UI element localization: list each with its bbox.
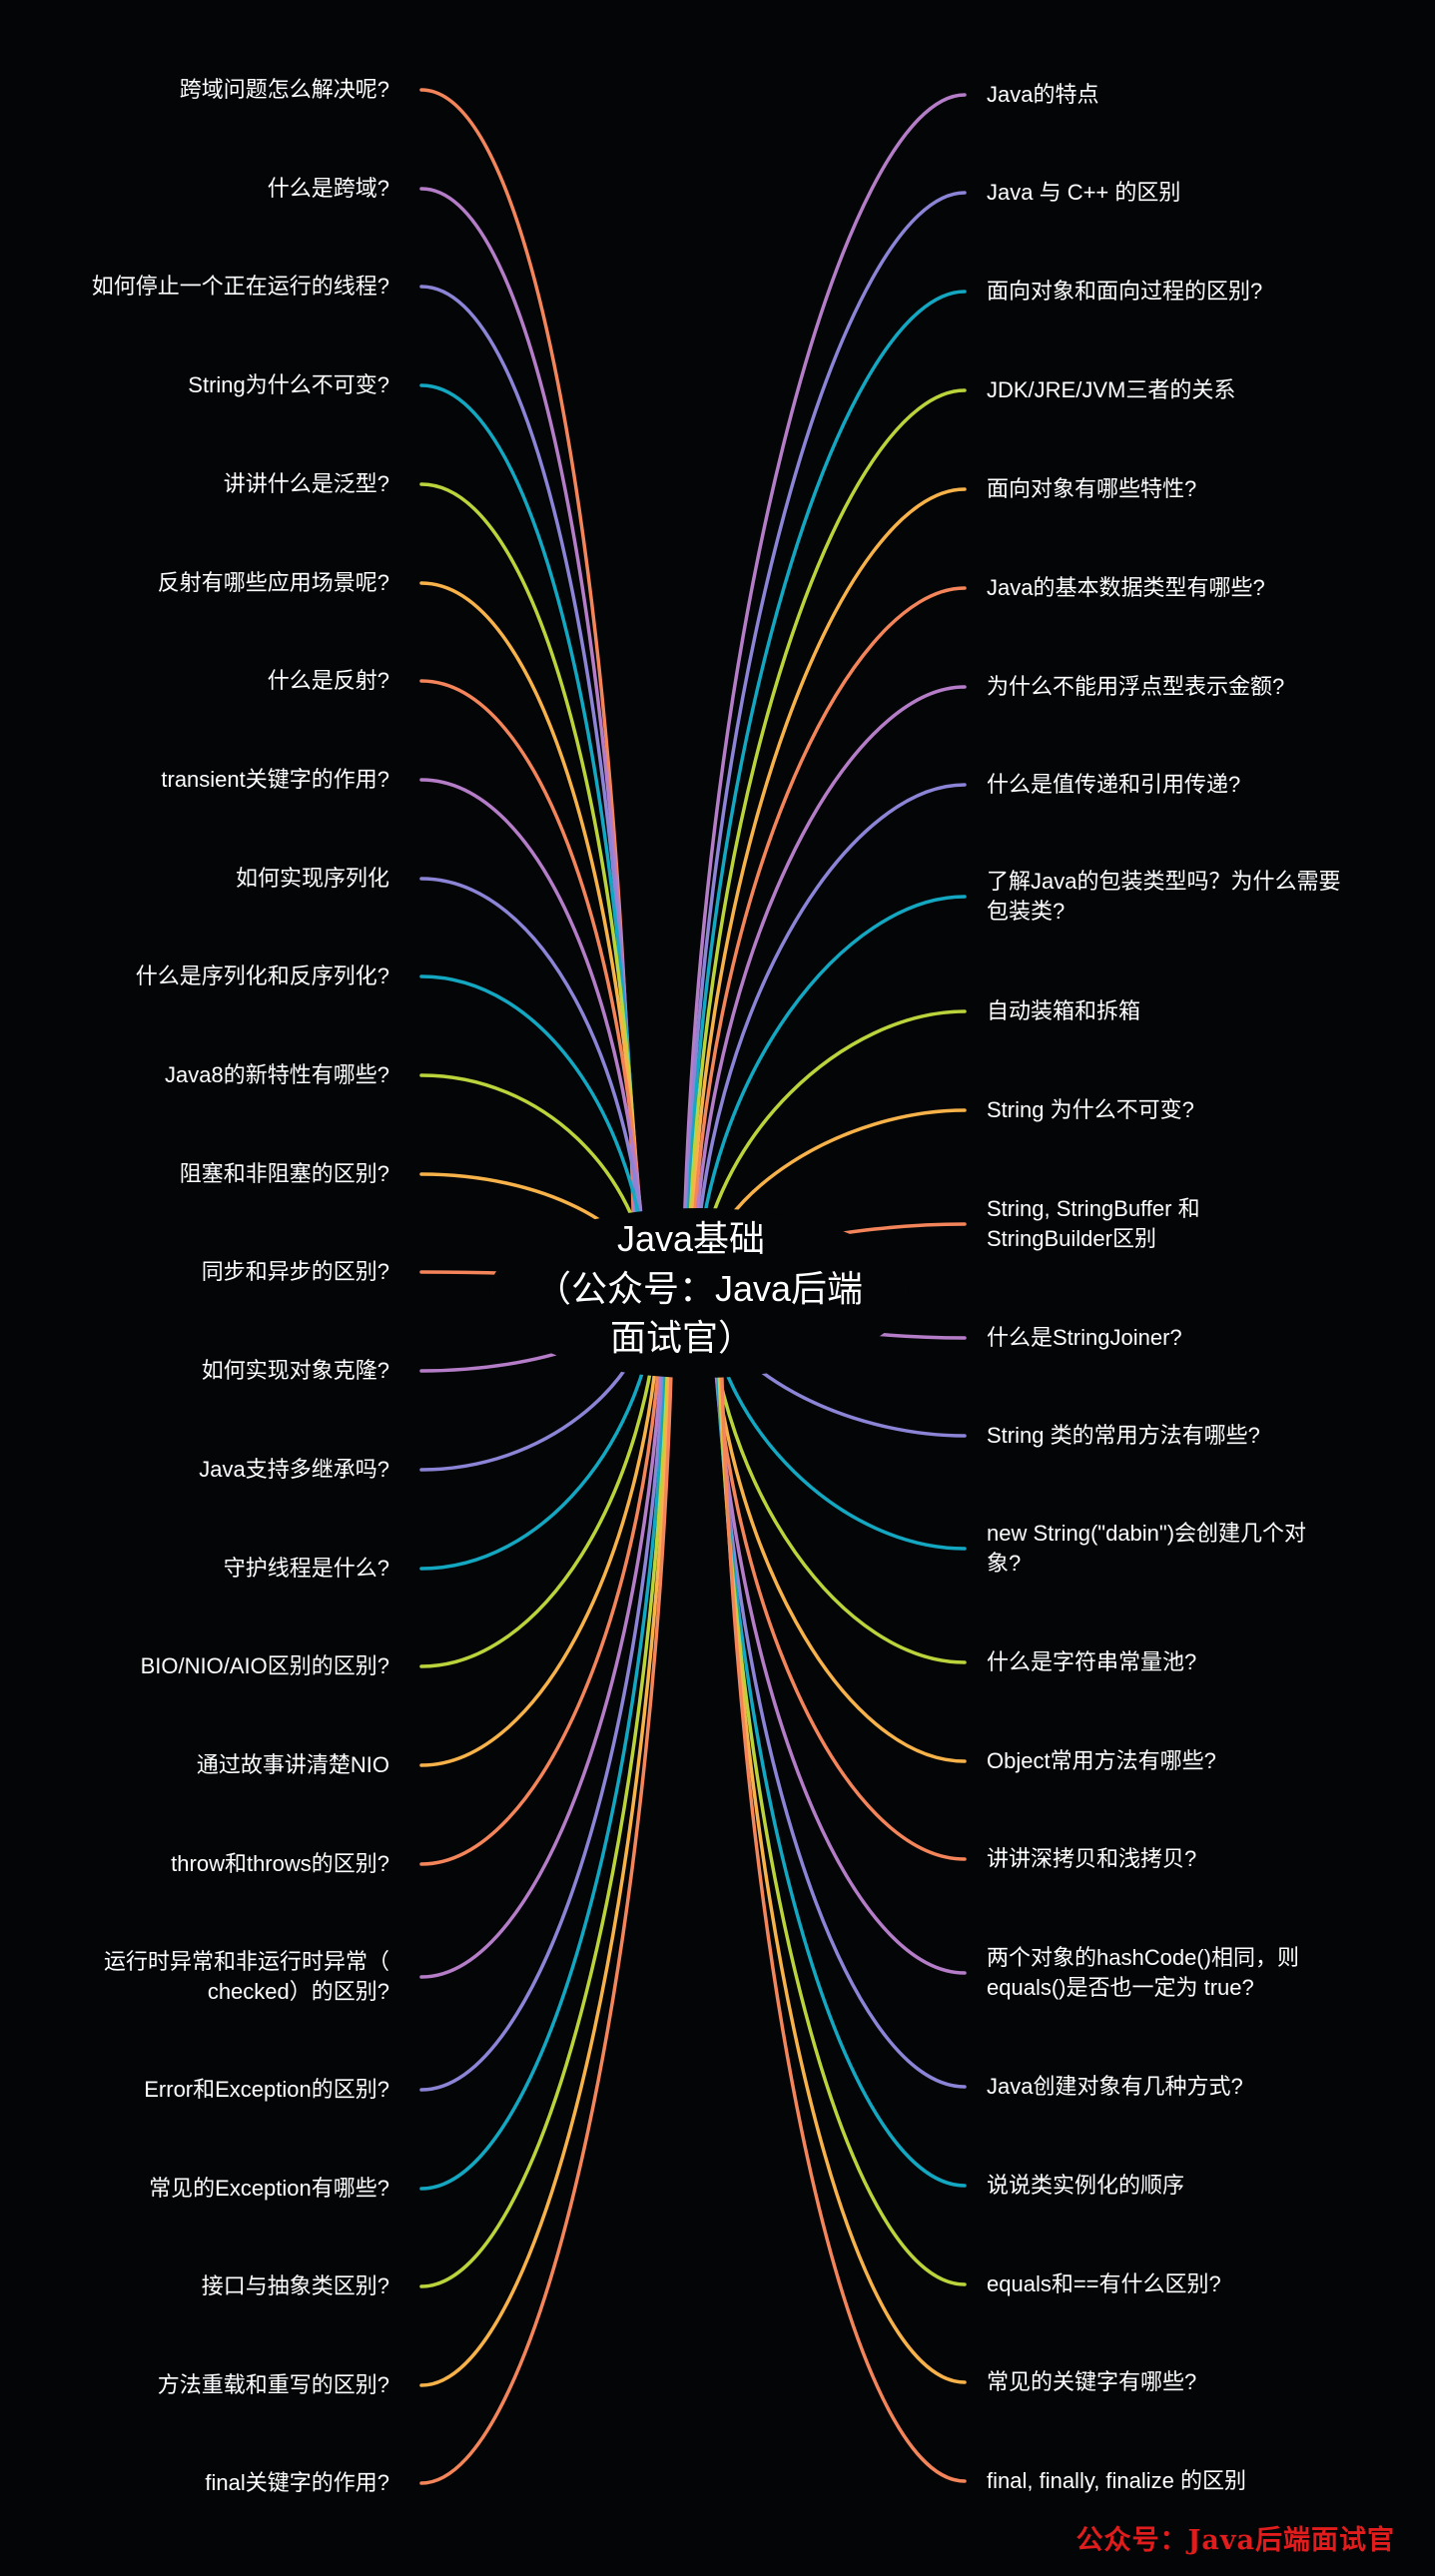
right-node-label[interactable]: 面向对象有哪些特性? (987, 476, 1196, 501)
branch-line-left (419, 1286, 674, 2387)
branch-line-left (419, 679, 647, 1290)
left-node-label[interactable]: 什么是跨域? (268, 176, 389, 201)
right-node-label[interactable]: 什么是值传递和引用传递? (987, 772, 1240, 797)
branch-line-left (419, 383, 642, 1290)
right-node-label[interactable]: Java的基本数据类型有哪些? (987, 575, 1265, 600)
center-title-line-3: 面试官） (610, 1317, 754, 1358)
left-node-label[interactable]: 讲讲什么是泛型? (224, 471, 389, 496)
branch-labels: 跨域问题怎么解决呢? 什么是跨域? 如何停止一个正在运行的线程? String为什么不… (92, 77, 1341, 2495)
left-node-label[interactable]: 接口与抽象类区别? (202, 2273, 389, 2298)
center-title-line-2: （公众号：Java后端 (535, 1268, 863, 1309)
left-node-label[interactable]: 通过故事讲清楚NIO (197, 1752, 389, 1777)
branch-line-left (419, 482, 643, 1290)
branch-line-right (693, 895, 967, 1290)
left-node-label[interactable]: 常见的Exception有哪些? (149, 2176, 389, 2201)
branch-line-right (709, 1286, 967, 1975)
branch-line-right (689, 586, 967, 1290)
branch-line-left (419, 1286, 667, 1979)
branch-line-left (419, 1286, 675, 2485)
center-node[interactable]: Java基础 （公众号：Java后端 面试官） (535, 1218, 863, 1358)
right-node-label[interactable]: equals和==有什么区别? (987, 2271, 1221, 2296)
right-node-label[interactable]: 常见的关键字有哪些? (987, 2369, 1196, 2394)
right-node-label[interactable]: JDK/JRE/JVM三者的关系 (987, 377, 1235, 402)
right-node-label[interactable]: String 为什么不可变? (987, 1097, 1194, 1122)
branch-lines (419, 88, 967, 2485)
right-node-label[interactable]: 什么是StringJoiner? (987, 1325, 1182, 1350)
left-node-label[interactable]: Java8的新特性有哪些? (165, 1062, 389, 1087)
right-node-label[interactable]: Java 与 C++ 的区别 (987, 180, 1180, 205)
left-node-label[interactable]: 如何实现对象克隆? (202, 1358, 389, 1383)
left-node-label[interactable]: BIO/NIO/AIO区别的区别? (141, 1653, 389, 1678)
right-node-label[interactable]: new String("dabin")会创建几个对象? (987, 1521, 1306, 1576)
right-node-label[interactable]: 什么是字符串常量池? (987, 1649, 1196, 1674)
branch-line-right (717, 1286, 967, 2483)
left-node-label[interactable]: 什么是反射? (268, 668, 389, 693)
branch-line-left (419, 1286, 664, 1767)
left-node-label[interactable]: 运行时异常和非运行时异常（checked）的区别? (104, 1949, 389, 2004)
branch-line-right (690, 685, 967, 1290)
center-title-line-1: Java基础 (617, 1218, 765, 1259)
right-node-label[interactable]: 了解Java的包装类型吗？为什么需要包装类? (987, 869, 1340, 924)
branch-line-right (687, 487, 967, 1290)
left-node-label[interactable]: 如何实现序列化 (236, 866, 389, 891)
left-node-label[interactable]: 反射有哪些应用场景呢? (158, 570, 389, 595)
left-node-label[interactable]: transient关键字的作用? (161, 767, 389, 792)
branch-line-right (692, 783, 967, 1290)
right-node-label[interactable]: 面向对象和面向过程的区别? (987, 279, 1262, 304)
right-node-label[interactable]: Java创建对象有几种方式? (987, 2074, 1243, 2099)
left-node-label[interactable]: 同步和异步的区别? (202, 1259, 389, 1284)
branch-line-left (419, 1286, 669, 2092)
right-node-label[interactable]: Java的特点 (987, 82, 1098, 107)
left-node-label[interactable]: Error和Exception的区别? (144, 2077, 389, 2102)
left-node-label[interactable]: final关键字的作用? (205, 2470, 389, 2495)
branch-line-left (419, 1286, 672, 2288)
center-node-background (489, 1208, 909, 1378)
left-node-label[interactable]: 什么是序列化和反序列化? (136, 964, 389, 988)
left-node-label[interactable]: 守护线程是什么? (224, 1556, 389, 1581)
left-node-label[interactable]: 阻塞和非阻塞的区别? (180, 1161, 389, 1186)
branch-line-left (419, 187, 639, 1290)
right-node-label[interactable]: 自动装箱和拆箱 (987, 998, 1140, 1023)
left-node-label[interactable]: 跨域问题怎么解决呢? (180, 77, 389, 102)
right-node-label[interactable]: Object常用方法有哪些? (987, 1748, 1216, 1773)
branch-line-right (684, 290, 967, 1290)
left-node-label[interactable]: String为什么不可变? (188, 372, 389, 397)
branch-line-right (685, 388, 967, 1290)
left-node-label[interactable]: throw和throws的区别? (171, 1851, 389, 1876)
right-node-label[interactable]: String 类的常用方法有哪些? (987, 1423, 1260, 1448)
branch-line-left (419, 1286, 671, 2191)
left-node-label[interactable]: 方法重载和重写的区别? (158, 2372, 389, 2397)
branch-line-left (419, 877, 650, 1290)
branch-line-right (681, 93, 967, 1290)
right-node-label[interactable]: 为什么不能用浮点型表示金额? (987, 674, 1284, 699)
branch-line-left (419, 778, 648, 1290)
left-node-label[interactable]: 如何停止一个正在运行的线程? (92, 274, 389, 299)
right-node-label[interactable]: 讲讲深拷贝和浅拷贝? (987, 1846, 1196, 1871)
branch-line-right (682, 191, 967, 1290)
right-node-label[interactable]: final, finally, finalize 的区别 (987, 2468, 1246, 2493)
watermark-text: 公众号：Java后端面试官 (1076, 2525, 1395, 2556)
right-node-label[interactable]: 说说类实例化的顺序 (987, 2173, 1184, 2198)
branch-line-left (419, 1286, 666, 1866)
left-node-label[interactable]: Java支持多继承吗? (199, 1457, 389, 1482)
